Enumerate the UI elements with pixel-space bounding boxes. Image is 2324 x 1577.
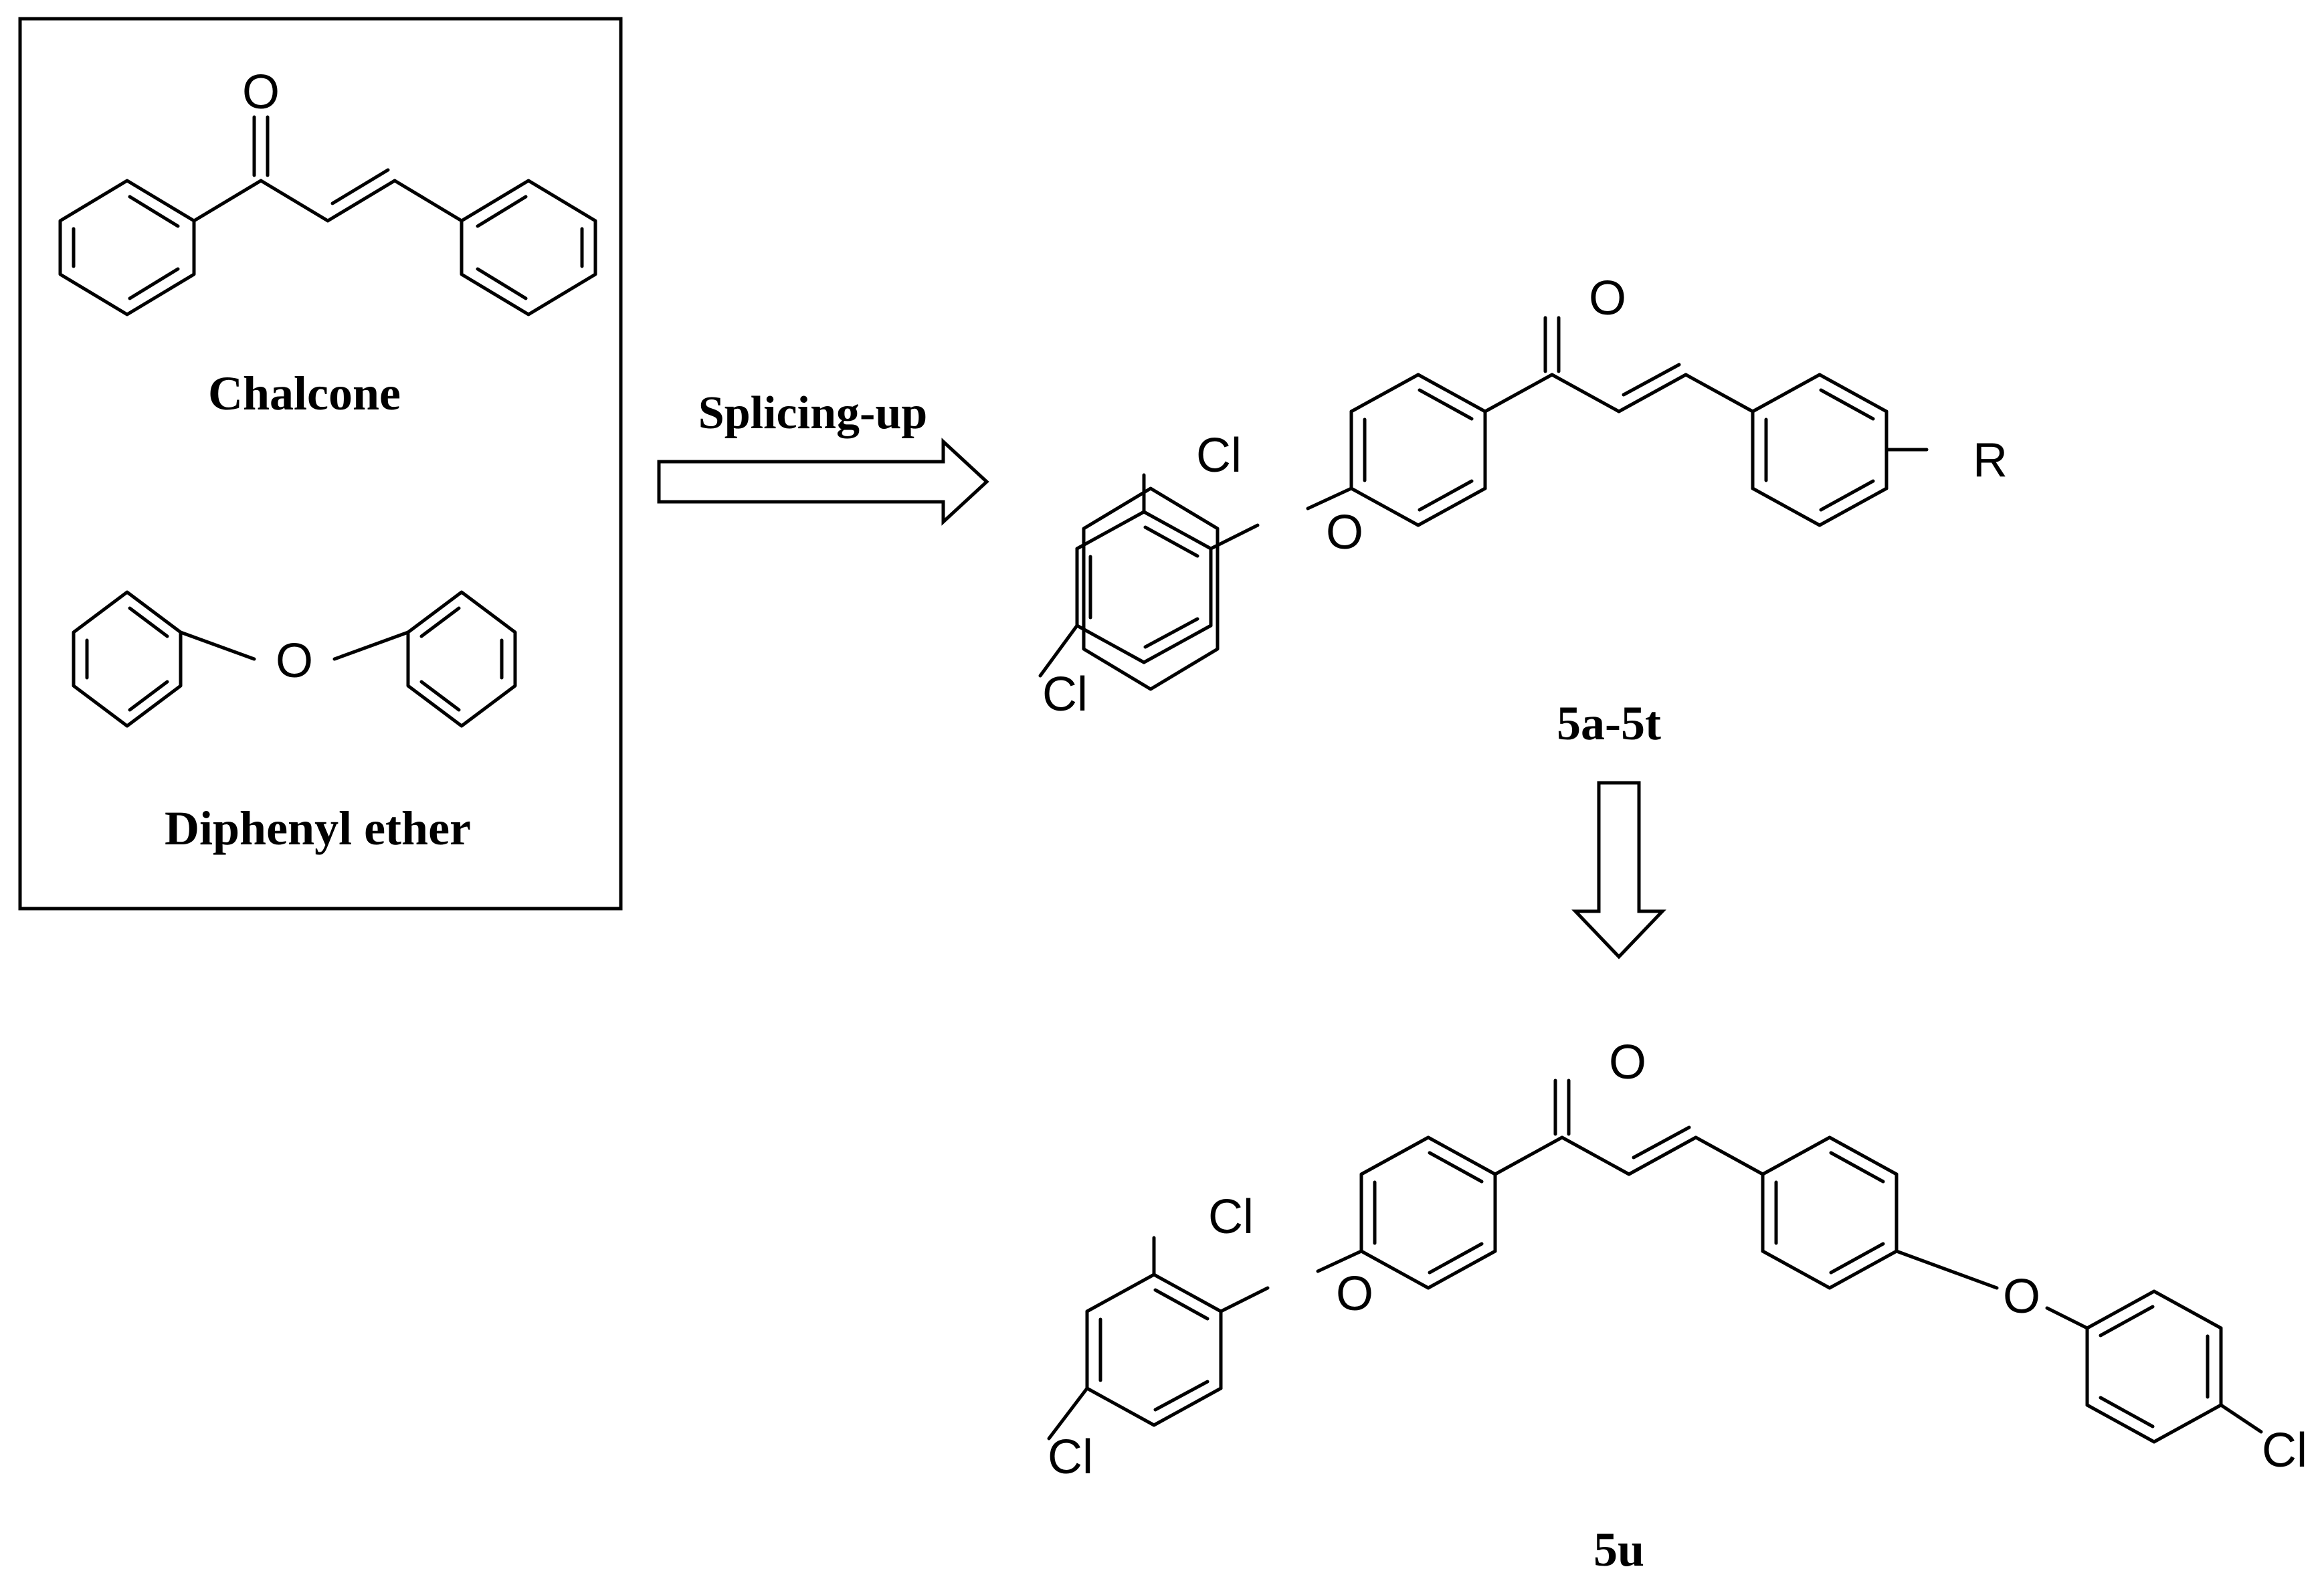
chalcone-structure: O	[58, 66, 597, 316]
5a-5t-cl-ortho: Cl	[1196, 429, 1242, 482]
ether-right-ring	[406, 590, 517, 728]
diphenyl-ether-structure: O	[72, 590, 517, 728]
5u-cl-para: Cl	[1048, 1430, 1093, 1484]
compound-5u-bonds	[1047, 1079, 2263, 1444]
compound-5u-label: 5u	[1593, 1523, 1644, 1574]
splicing-up-arrow	[657, 438, 989, 526]
ether-left-ring	[72, 590, 183, 728]
compound-5a-5t-bonds	[1038, 316, 1929, 678]
ether-oxygen: O	[276, 634, 313, 688]
5u-ether-oxygen-right: O	[2003, 1270, 2040, 1323]
5u-carbonyl-oxygen: O	[1609, 1036, 1646, 1089]
compound-5a-5t-structure	[1082, 486, 1220, 691]
chalcone-right-ring	[460, 179, 597, 316]
splicing-up-label: Splicing-up	[698, 387, 927, 439]
5a-5t-carbonyl-oxygen: O	[1589, 272, 1626, 325]
5a-5t-cl-para: Cl	[1042, 668, 1088, 721]
scaffold-box	[18, 17, 623, 911]
5u-cl-ortho: Cl	[1208, 1190, 1254, 1244]
5a-5t-ether-oxygen: O	[1326, 506, 1363, 559]
compound-5a-5t-label: 5a-5t	[1557, 697, 1661, 750]
5u-ether-oxygen-left: O	[1336, 1267, 1373, 1321]
5u-cl-right: Cl	[2262, 1424, 2307, 1477]
diphenyl-ether-label: Diphenyl ether	[165, 802, 471, 855]
chalcone-left-ring	[58, 179, 196, 316]
chalcone-oxygen: O	[242, 66, 280, 119]
chalcone-label: Chalcone	[208, 367, 401, 420]
dichlorophenyl-ring-top	[1082, 486, 1220, 691]
optimization-arrow	[1571, 781, 1666, 959]
5a-5t-r-group: R	[1973, 434, 2008, 487]
